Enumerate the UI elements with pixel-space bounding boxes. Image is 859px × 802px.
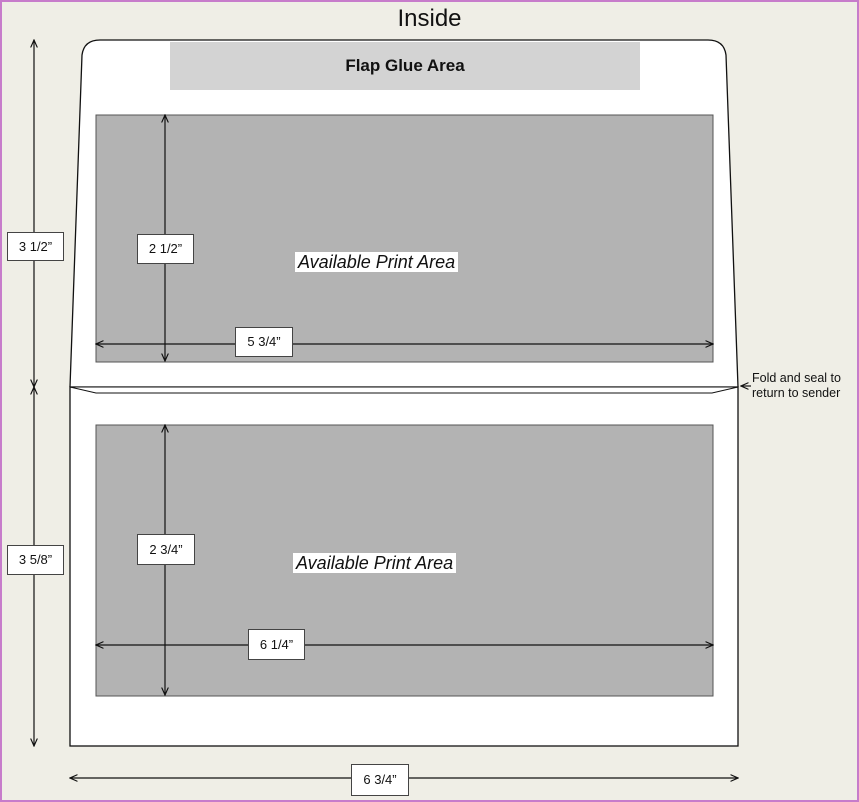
print-area-bottom-width-label: 6 1/4” bbox=[248, 629, 305, 660]
print-area-bottom-label: Available Print Area bbox=[293, 553, 457, 573]
print-area-bottom-height-label: 2 3/4” bbox=[137, 534, 195, 565]
fold-note: Fold and seal to return to sender bbox=[752, 371, 841, 400]
body-height-label: 3 5/8” bbox=[7, 545, 64, 575]
print-area-top-width-label: 5 3/4” bbox=[235, 327, 293, 357]
flap-height-label: 3 1/2” bbox=[7, 232, 64, 261]
flap-glue-area: Flap Glue Area bbox=[170, 42, 640, 90]
print-area-top-label: Available Print Area bbox=[295, 252, 459, 272]
overall-width-label: 6 3/4” bbox=[351, 764, 409, 796]
print-area-top-height-label: 2 1/2” bbox=[137, 234, 194, 264]
fold-line bbox=[69, 386, 739, 394]
page-title: Inside bbox=[397, 5, 462, 32]
print-area-top bbox=[95, 114, 714, 363]
